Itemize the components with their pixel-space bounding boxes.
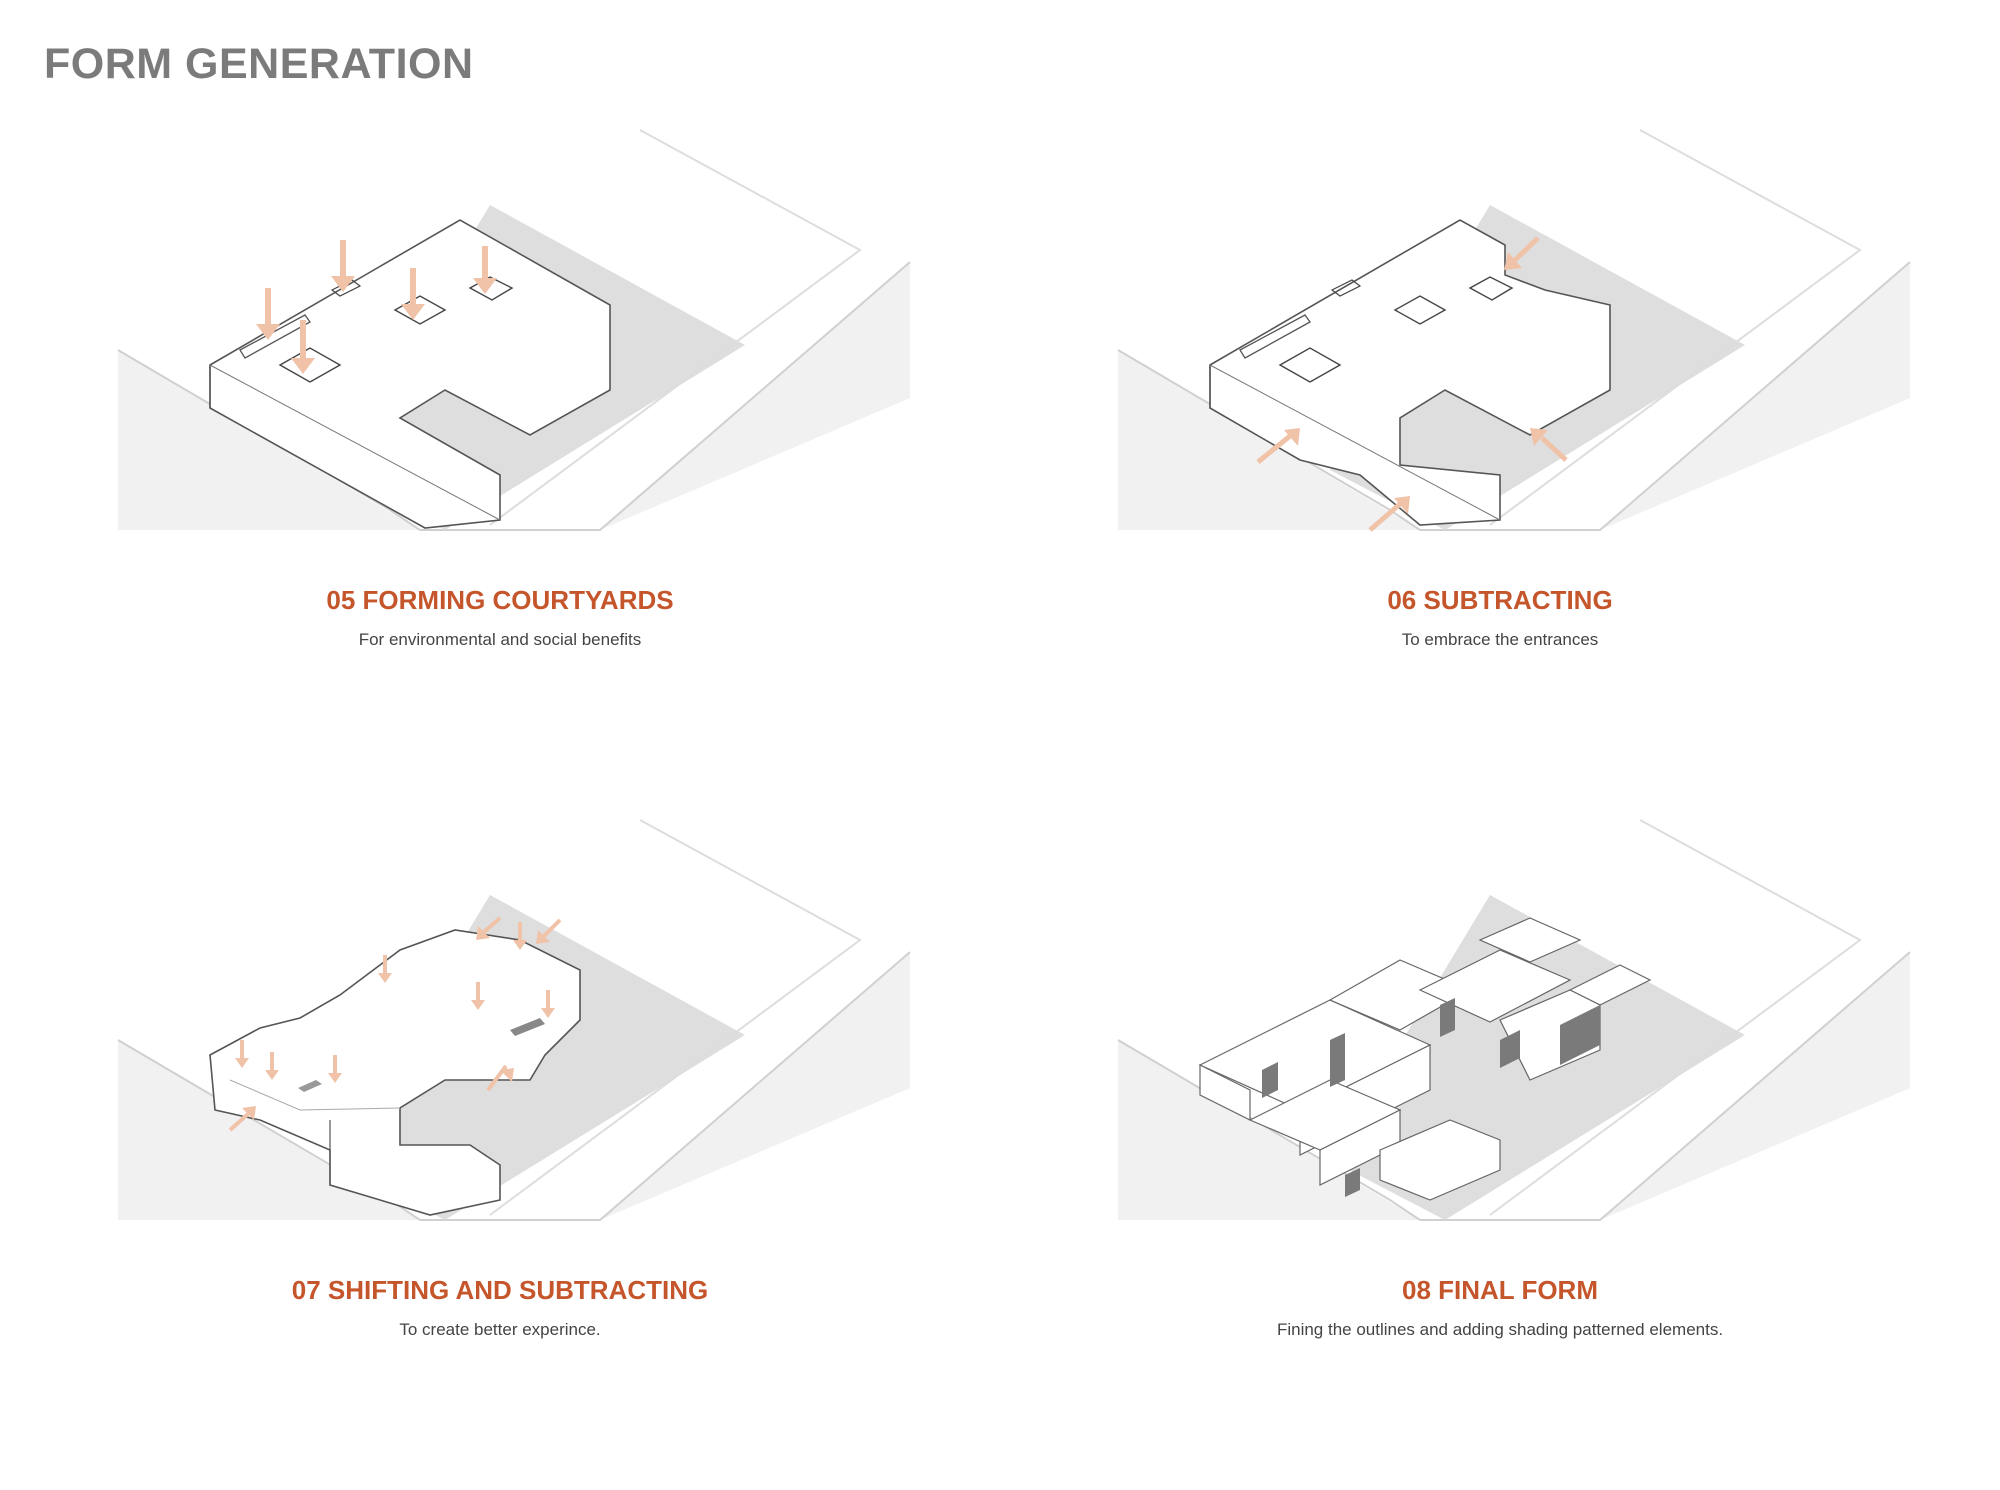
step-title: 05 FORMING COURTYARDS	[326, 585, 674, 615]
arrow-icons	[1256, 236, 1568, 532]
courtyards-axonometric	[117, 129, 911, 531]
subtracting-axonometric	[1117, 129, 1911, 532]
step-title: 07 SHIFTING AND SUBTRACTING	[291, 1275, 709, 1305]
step-panel-08: 08 FINAL FORM Fining the outlines and ad…	[1000, 790, 2000, 1490]
step-title: 06 SUBTRACTING	[1387, 585, 1613, 615]
step-title: 08 FINAL FORM	[1402, 1275, 1598, 1305]
final-form-axonometric	[1117, 819, 1911, 1221]
arrow-icons	[256, 240, 497, 374]
step-description: To embrace the entrances	[1401, 630, 1599, 649]
step-panel-05: 05 FORMING COURTYARDS For environmental …	[0, 100, 1000, 800]
step-panel-07: 07 SHIFTING AND SUBTRACTING To create be…	[0, 790, 1000, 1490]
arrow-icons	[228, 916, 562, 1132]
step-panel-06: 06 SUBTRACTING To embrace the entrances	[1000, 100, 2000, 800]
shifting-axonometric	[117, 819, 911, 1221]
step-description: For environmental and social benefits	[358, 630, 642, 649]
page-title: FORM GENERATION	[44, 40, 474, 88]
step-description: Fining the outlines and adding shading p…	[1276, 1320, 1724, 1339]
step-description: To create better experince.	[399, 1320, 601, 1339]
